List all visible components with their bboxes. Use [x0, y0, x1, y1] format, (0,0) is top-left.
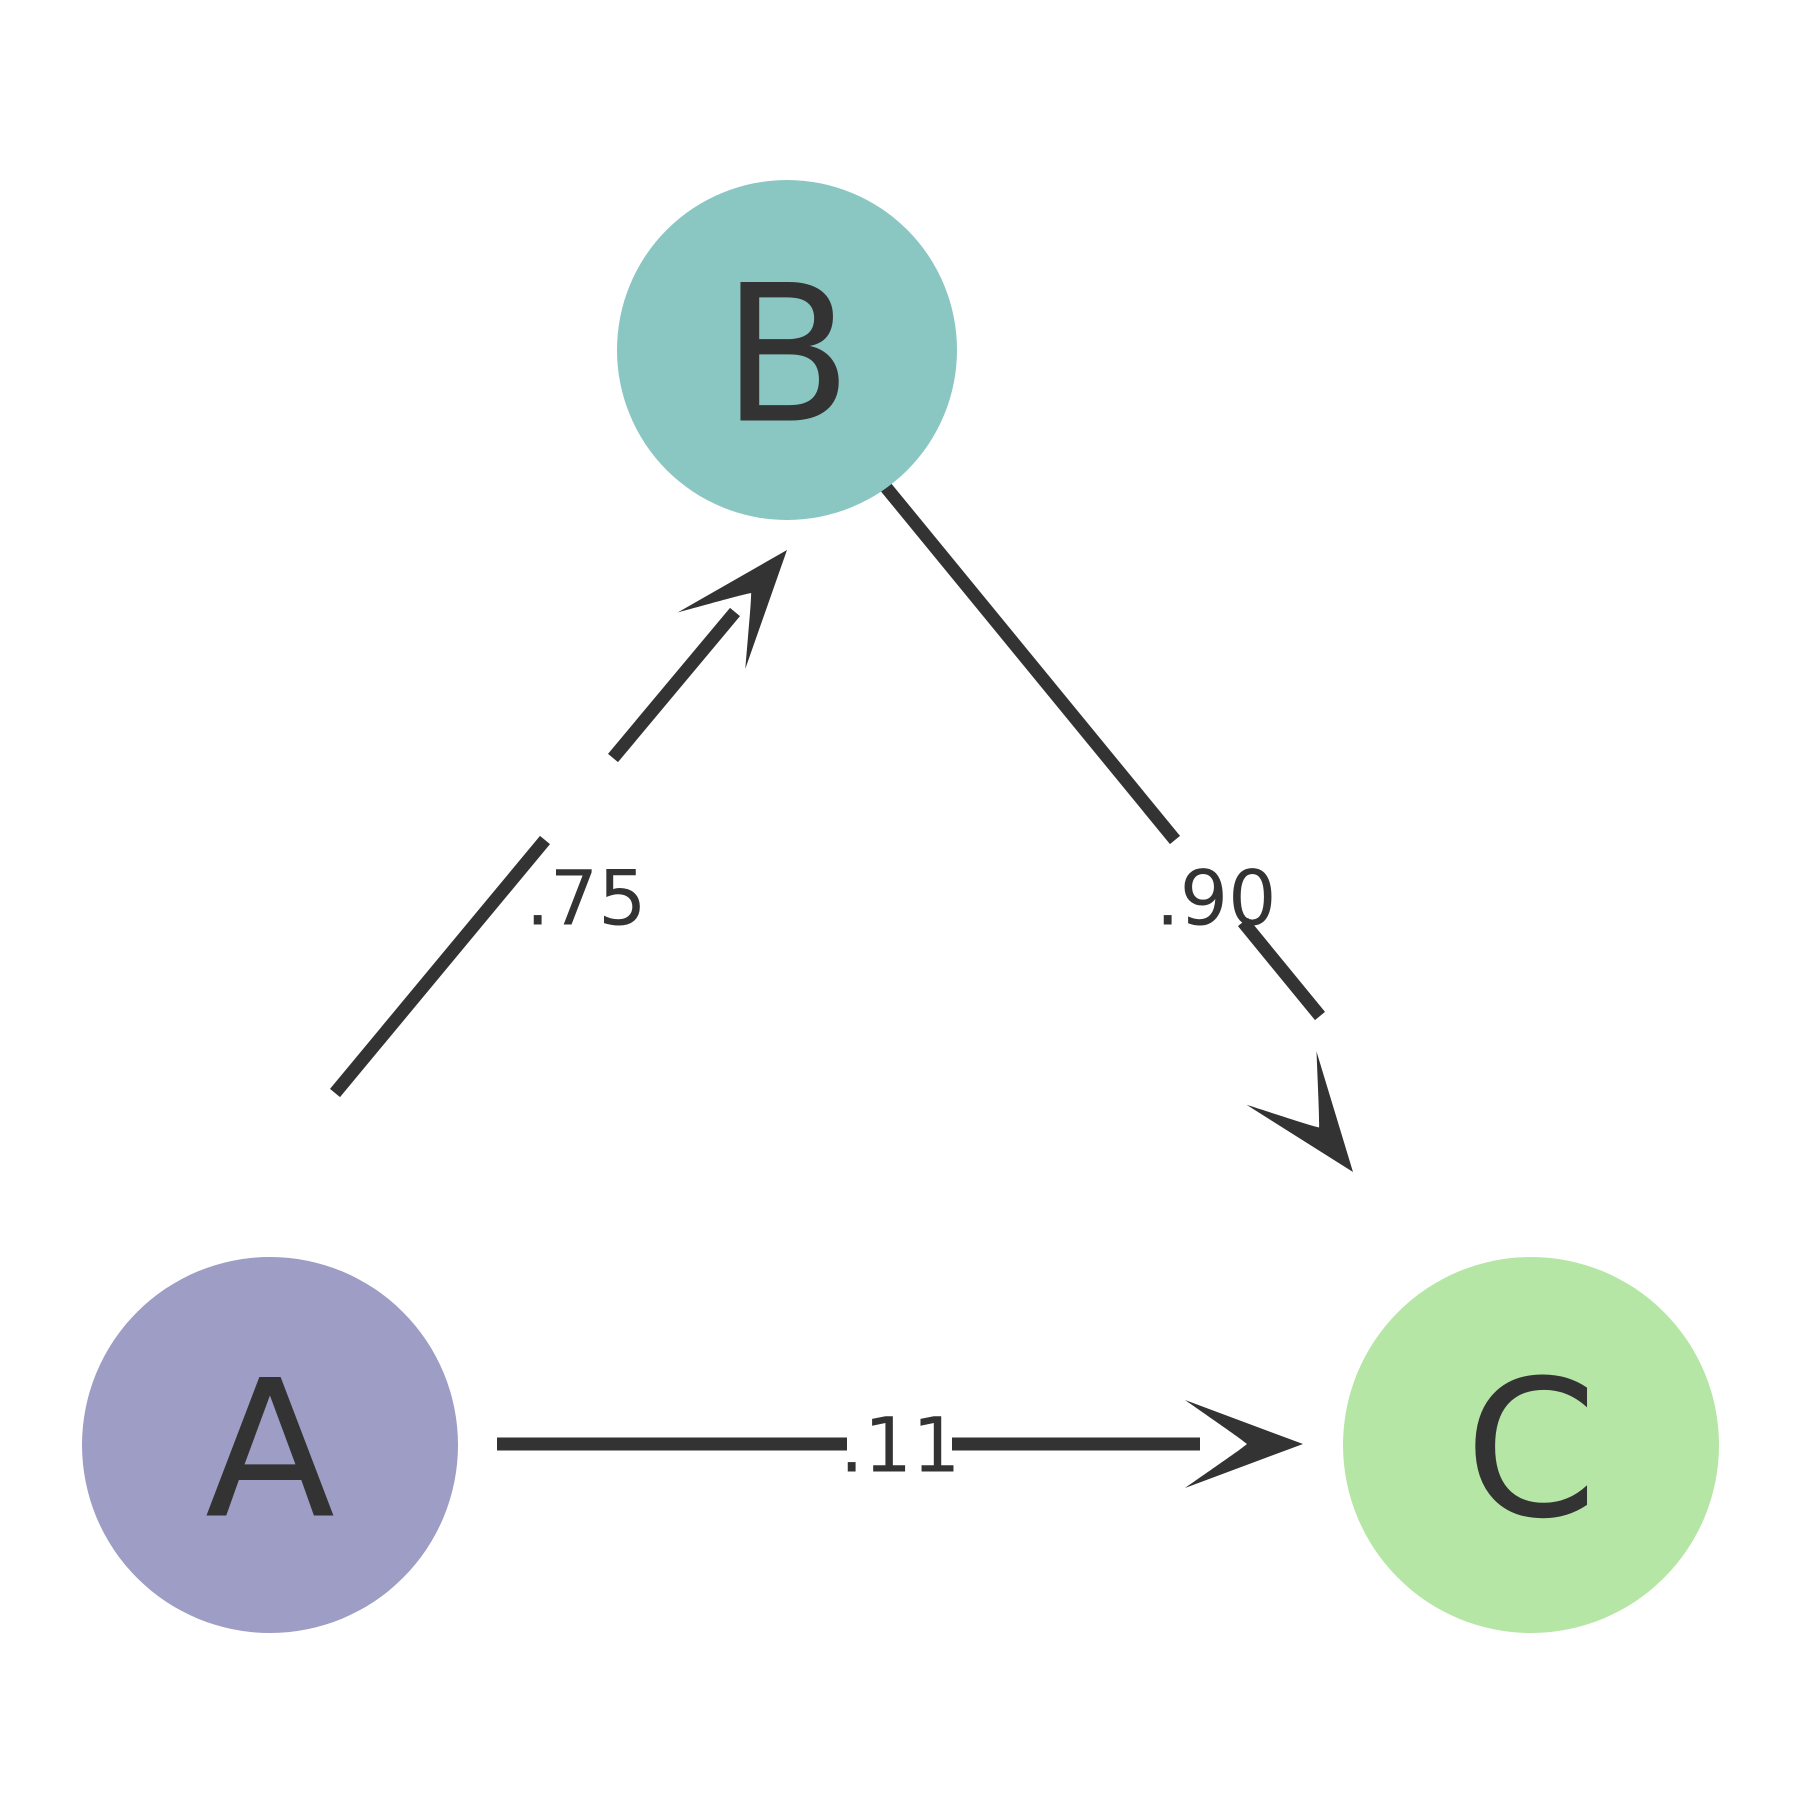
node-a[interactable]: A — [82, 1257, 458, 1633]
edge-b-to-c-line-upper — [874, 475, 1181, 845]
node-b[interactable]: B — [617, 180, 957, 520]
edge-label-a-to-c: .11 — [840, 1401, 961, 1490]
node-c[interactable]: C — [1343, 1257, 1719, 1633]
edge-a-to-c[interactable] — [497, 1400, 1303, 1488]
edge-label-b-to-c: .90 — [1156, 854, 1277, 943]
edge-b-to-c[interactable] — [874, 475, 1388, 1199]
edge-a-to-b-arrowhead — [677, 550, 787, 669]
node-a-circle[interactable] — [82, 1257, 458, 1633]
edge-a-to-c-arrowhead — [1185, 1400, 1303, 1488]
edge-b-to-c-arrowhead — [1246, 1051, 1353, 1172]
edge-a-to-b-line-lower — [329, 835, 551, 1098]
edge-a-to-b-line-upper — [608, 607, 740, 763]
edge-a-to-b[interactable] — [329, 522, 821, 1098]
edge-label-a-to-b: .75 — [526, 854, 647, 943]
node-c-circle[interactable] — [1343, 1257, 1719, 1633]
node-b-label: B — [722, 245, 852, 466]
node-c-label: C — [1465, 1340, 1598, 1561]
node-b-circle[interactable] — [617, 180, 957, 520]
node-a-label: A — [205, 1340, 335, 1561]
edge-b-to-c-line-lower — [1237, 917, 1326, 1021]
